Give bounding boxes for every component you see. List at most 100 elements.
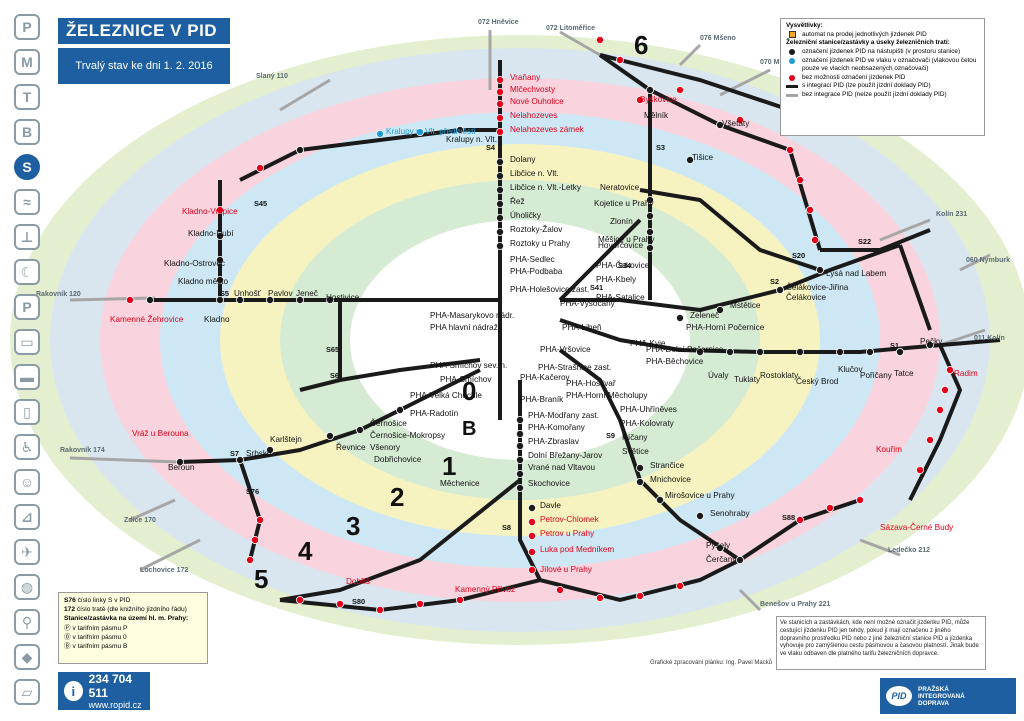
station-dot[interactable] (896, 347, 905, 356)
station-label[interactable]: Radim (954, 369, 978, 378)
station-dot[interactable] (516, 441, 525, 450)
station-dot[interactable] (415, 127, 424, 136)
station-dot[interactable] (636, 463, 645, 472)
station-label[interactable]: Beroun (168, 463, 195, 472)
station-label[interactable]: Mělník (644, 111, 669, 120)
station-dot[interactable] (495, 199, 504, 208)
station-label[interactable]: PHA-Smíchov (440, 375, 492, 384)
station-dot[interactable] (936, 405, 945, 414)
station-dot[interactable] (355, 425, 364, 434)
station-label[interactable]: Kamenné Žehrovice (110, 314, 184, 324)
station-dot[interactable] (736, 116, 745, 125)
station-label[interactable]: Dobříš (346, 577, 370, 586)
station-dot[interactable] (415, 600, 424, 609)
station-label[interactable]: Čerčany (706, 554, 737, 564)
station-dot[interactable] (646, 243, 655, 252)
station-label[interactable]: PHA-Kačerov (520, 373, 571, 382)
station-label[interactable]: Vrané nad Vltavou (528, 463, 596, 472)
station-dot[interactable] (796, 175, 805, 184)
station-label[interactable]: PHA-Vysočany (560, 299, 616, 308)
station-label[interactable]: Český Brod (796, 376, 839, 386)
station-label[interactable]: Světice (622, 447, 649, 456)
station-label[interactable]: Roztoky u Prahy (510, 239, 571, 248)
escalator-icon[interactable]: ⊿ (14, 504, 40, 530)
station-label[interactable]: Pavlov (268, 289, 293, 298)
station-label[interactable]: Kralupy n. Vlt. předměstí (386, 127, 476, 136)
station-label[interactable]: Luka pod Medníkem (540, 545, 614, 554)
station-dot[interactable] (676, 582, 685, 591)
station-dot[interactable] (375, 129, 384, 138)
station-dot[interactable] (295, 596, 304, 605)
station-dot[interactable] (811, 235, 820, 244)
station-label[interactable]: PHA-Dolní Počernice (646, 345, 724, 354)
station-label[interactable]: Řež (510, 196, 525, 206)
station-label[interactable]: Mlčechvosty (510, 85, 556, 94)
station-label[interactable]: Úholičky (510, 210, 542, 220)
station-label[interactable]: Neratovice (600, 183, 640, 192)
pid-logo-icon[interactable]: P (14, 14, 40, 40)
station-label[interactable]: PHA hlavní nádraží (430, 323, 501, 332)
station-dot[interactable] (716, 305, 725, 314)
station-label[interactable]: PHA-Libeň (562, 323, 602, 332)
station-label[interactable]: PHA-Uhříněves (620, 405, 677, 414)
station-label[interactable]: Mirošovice u Prahy (665, 491, 736, 500)
station-label[interactable]: Karlštejn (270, 435, 302, 444)
station-dot[interactable] (806, 205, 815, 214)
station-label[interactable]: Davle (540, 501, 561, 510)
tram-icon[interactable]: T (14, 84, 40, 110)
station-label[interactable]: Pořičany (860, 371, 893, 380)
station-dot[interactable] (245, 556, 254, 565)
family-icon[interactable]: ☺ (14, 469, 40, 495)
station-dot[interactable] (736, 556, 745, 565)
contact-phone[interactable]: 234 704 511 (88, 672, 132, 700)
station-dot[interactable] (215, 275, 224, 284)
station-label[interactable]: Všetaty (722, 119, 750, 128)
station-label[interactable]: Kladno-Ostrovec (164, 259, 225, 268)
station-label[interactable]: Petrov-Chlomek (540, 515, 600, 524)
station-label[interactable]: Řevnice (336, 442, 366, 452)
station-dot[interactable] (175, 457, 184, 466)
station-dot[interactable] (295, 295, 304, 304)
metro-icon[interactable]: M (14, 49, 40, 75)
station-label[interactable]: Roztoky-Žalov (510, 224, 563, 234)
station-label[interactable]: PHA-Velká Chuchle (410, 391, 482, 400)
station-label[interactable]: Měchenice (440, 479, 480, 488)
station-label[interactable]: Kladno-Vrapice (182, 207, 238, 216)
station-dot[interactable] (295, 145, 304, 154)
station-label[interactable]: Pečky (920, 337, 943, 346)
station-label[interactable]: Úvaly (708, 370, 729, 380)
station-dot[interactable] (235, 295, 244, 304)
station-dot[interactable] (636, 592, 645, 601)
station-label[interactable]: Nové Ouholice (510, 97, 564, 106)
station-label[interactable]: Vráž u Berouna (132, 429, 189, 438)
train-icon[interactable]: S (14, 154, 40, 180)
station-dot[interactable] (250, 536, 259, 545)
phone-icon[interactable]: ▯ (14, 399, 40, 425)
station-label[interactable]: Nelahozeves zámek (510, 125, 585, 134)
station-dot[interactable] (796, 516, 805, 525)
station-dot[interactable] (796, 347, 805, 356)
station-dot[interactable] (516, 469, 525, 478)
station-dot[interactable] (495, 213, 504, 222)
station-label[interactable]: Petrov u Prahy (540, 529, 595, 538)
station-label[interactable]: Libčice n. Vlt.-Letky (510, 183, 582, 192)
station-label[interactable]: Byškovice (640, 95, 677, 104)
station-dot[interactable] (495, 114, 504, 123)
station-dot[interactable] (646, 86, 655, 95)
station-dot[interactable] (941, 385, 950, 394)
station-dot[interactable] (126, 295, 135, 304)
station-label[interactable]: Kladno (204, 315, 230, 324)
station-label[interactable]: Kamenný Přívoz (455, 585, 515, 594)
park-ride-icon[interactable]: P (14, 294, 40, 320)
station-label[interactable]: Skochovice (528, 479, 570, 488)
station-label[interactable]: Kojetice u Prahy (594, 199, 655, 208)
station-label[interactable]: PHA-Kolovraty (620, 419, 675, 428)
station-label[interactable]: PHA-Braník (520, 395, 564, 404)
station-label[interactable]: PHA-Holešovice zast. (510, 285, 589, 294)
station-dot[interactable] (255, 516, 264, 525)
station-dot[interactable] (646, 227, 655, 236)
station-label[interactable]: Mnichovice (650, 475, 691, 484)
luggage-icon[interactable]: ▱ (14, 679, 40, 705)
station-label[interactable]: PHA-Vršovice (540, 345, 591, 354)
station-label[interactable]: Libčice n. Vlt. (510, 169, 559, 178)
